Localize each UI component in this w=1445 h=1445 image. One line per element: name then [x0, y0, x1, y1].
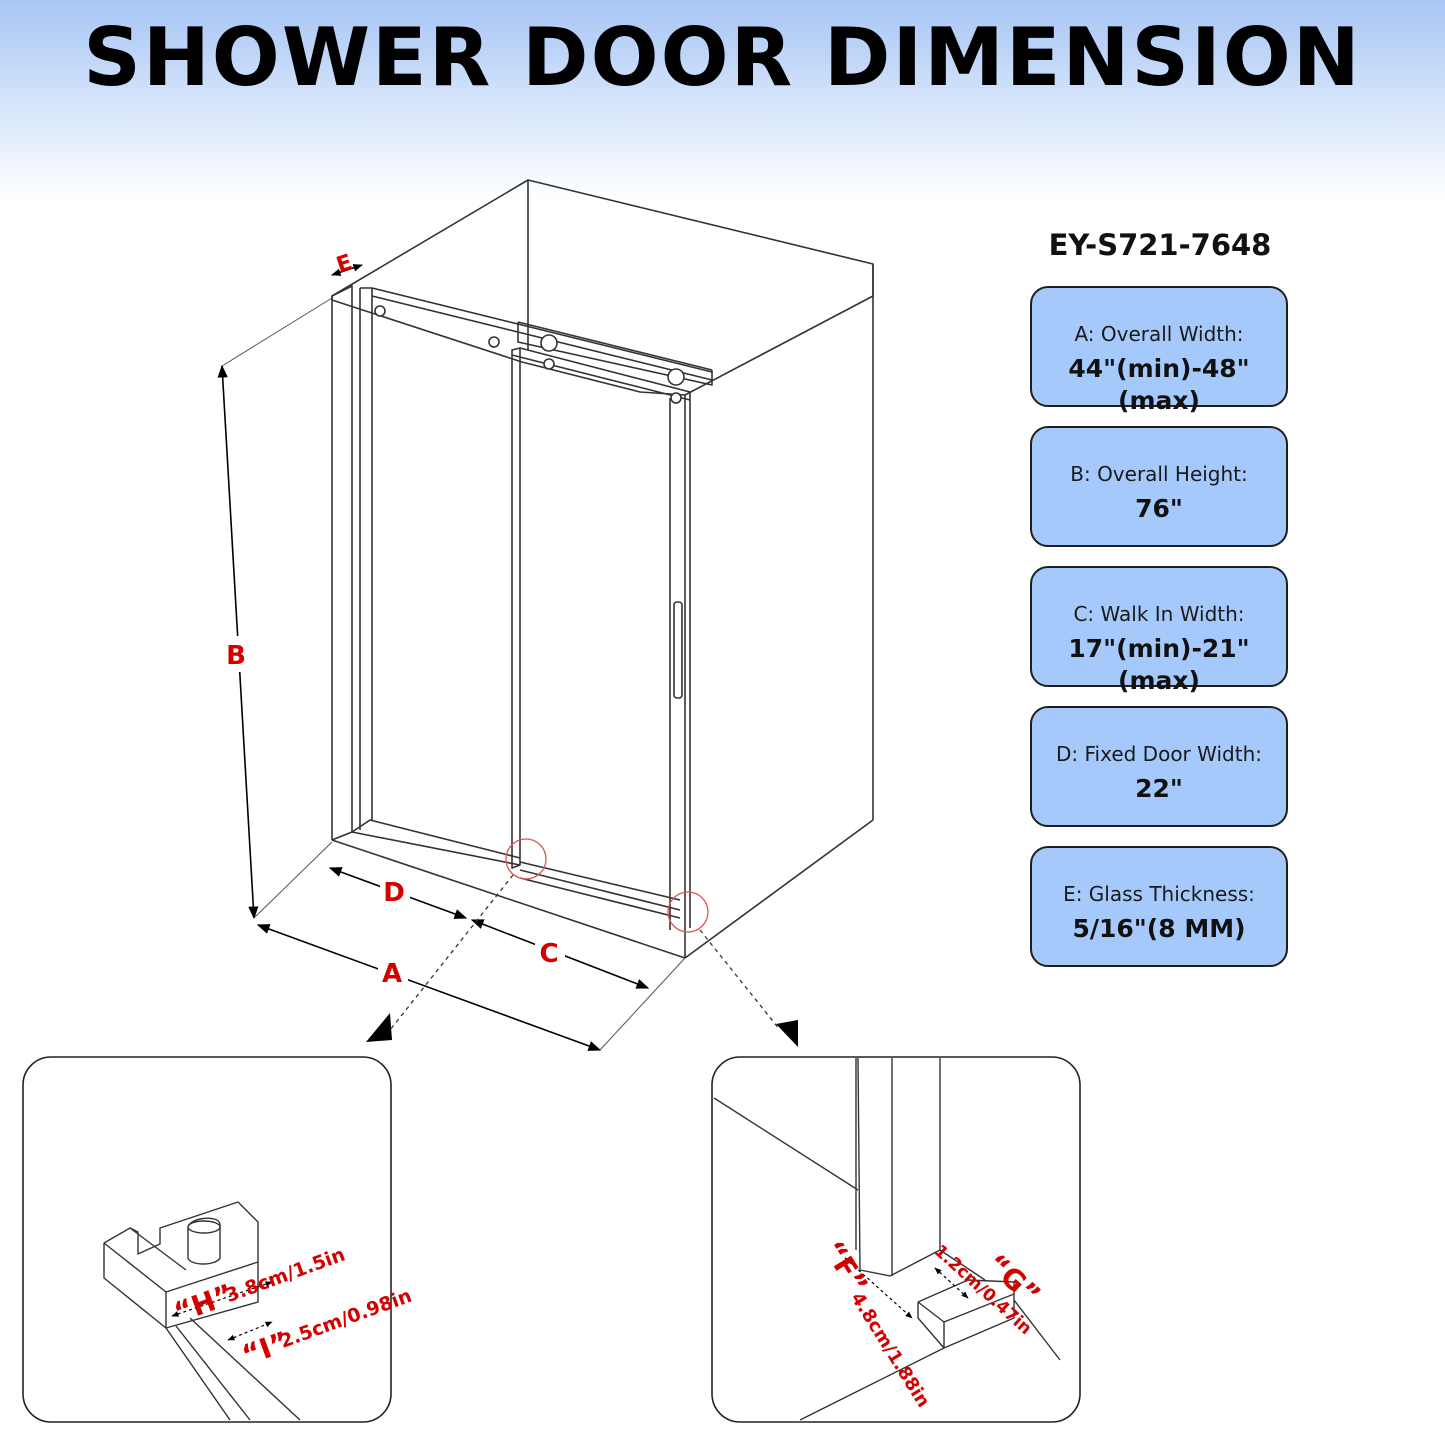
- model-number: EY-S721-7648: [1048, 228, 1272, 262]
- spec-value: 5/16"(8 MM): [1072, 914, 1246, 943]
- label-d: D: [383, 878, 405, 908]
- label-a: A: [382, 959, 402, 989]
- dimension-lines: [217, 264, 650, 1051]
- spec-label: B: Overall Height:: [1070, 462, 1248, 486]
- spec-card-overall-height: B: Overall Height: 76": [1030, 426, 1288, 547]
- detail-circle-right: [667, 891, 709, 933]
- arrow-right-icon: [776, 1020, 798, 1047]
- detail-panel-left: [22, 1056, 392, 1423]
- label-d-bg: [380, 874, 410, 908]
- label-a-bg: [378, 955, 408, 989]
- leader-lines: [389, 874, 781, 1031]
- label-e: E: [333, 250, 355, 278]
- spec-label: D: Fixed Door Width:: [1056, 742, 1262, 766]
- label-b-bg: [222, 636, 252, 672]
- spec-value: 22": [1135, 774, 1183, 803]
- page-title: SHOWER DOOR DIMENSION: [83, 11, 1362, 104]
- spec-label: C: Walk In Width:: [1073, 602, 1245, 626]
- spec-card-overall-width: A: Overall Width: 44"(min)-48"(max): [1030, 286, 1288, 415]
- detail-panel-right: [711, 1056, 1081, 1423]
- spec-card-fixed-door-width: D: Fixed Door Width: 22": [1030, 706, 1288, 827]
- spec-value: 17"(min)-21"(max): [1068, 634, 1250, 695]
- spec-label: E: Glass Thickness:: [1063, 882, 1255, 906]
- label-b: B: [226, 641, 246, 671]
- spec-label: A: Overall Width:: [1074, 322, 1244, 346]
- spec-card-glass-thickness: E: Glass Thickness: 5/16"(8 MM): [1030, 846, 1288, 967]
- bottom-guide-sketch: [103, 1201, 301, 1421]
- spec-value: 44"(min)-48"(max): [1068, 354, 1250, 415]
- rollers: [374, 305, 685, 404]
- extension-lines: [221, 297, 686, 1051]
- detail-circle-left: [505, 838, 547, 880]
- label-c-bg: [535, 935, 565, 969]
- wall-corner-sketch: [713, 1057, 1061, 1421]
- arrow-left-icon: [366, 1013, 392, 1042]
- header-gradient: [0, 0, 1445, 200]
- spec-value: 76": [1135, 494, 1183, 523]
- enclosure-outline: [331, 179, 874, 959]
- label-c: C: [539, 939, 558, 969]
- spec-card-walk-in-width: C: Walk In Width: 17"(min)-21"(max): [1030, 566, 1288, 695]
